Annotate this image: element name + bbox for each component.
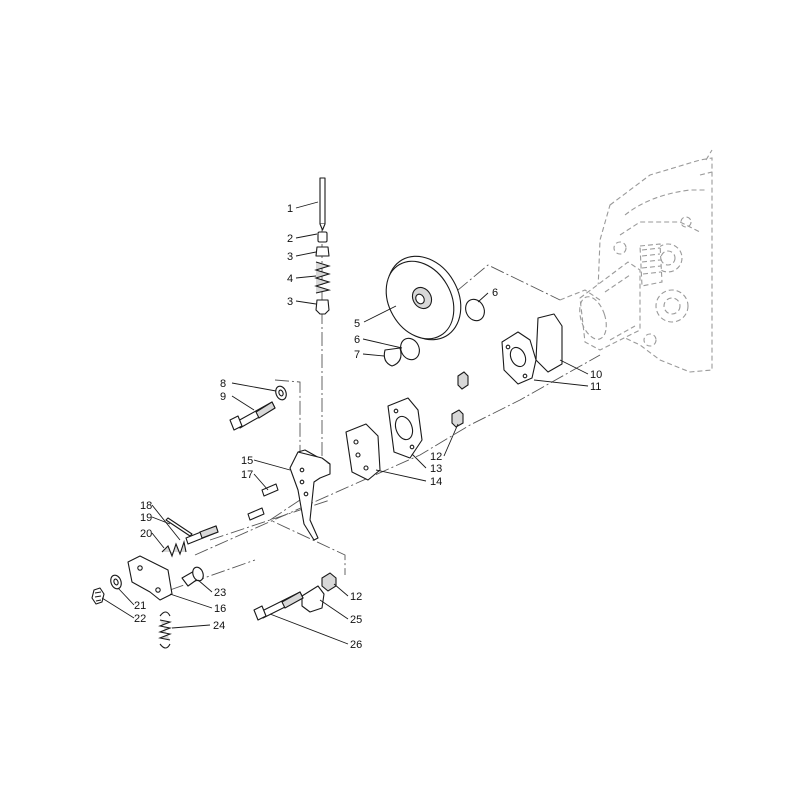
part-12-bushing-lower (321, 572, 337, 592)
callout-10: 10 (590, 369, 602, 381)
part-16-lever (127, 555, 173, 601)
part-14-plate (345, 423, 381, 481)
part-3-bushing-lower (315, 299, 330, 315)
callout-13: 13 (430, 463, 442, 475)
callout-21: 21 (134, 600, 146, 612)
callout-20: 20 (140, 528, 152, 540)
callout-6-left: 6 (354, 334, 360, 346)
callout-12-lower: 12 (350, 591, 362, 603)
callout-3-lower: 3 (287, 296, 293, 308)
callout-18: 18 (140, 500, 152, 512)
callout-2: 2 (287, 233, 293, 245)
part-8-washer (275, 385, 287, 401)
part-12-bushing-upper (457, 371, 469, 390)
callout-12-upper: 12 (430, 451, 442, 463)
callout-6-right: 6 (492, 287, 498, 299)
callout-9: 9 (220, 391, 226, 403)
part-17-pin-b (247, 507, 265, 521)
part-6-half-washer-right (465, 298, 485, 322)
callout-4: 4 (287, 273, 293, 285)
callout-26: 26 (350, 639, 362, 651)
callout-15: 15 (241, 455, 253, 467)
part-3-bushing-upper (315, 246, 330, 257)
callout-14: 14 (430, 476, 442, 488)
part-7-key (383, 347, 402, 367)
part-13-gasket (387, 397, 423, 459)
part-26-bolt (253, 591, 304, 621)
callout-22: 22 (134, 613, 146, 625)
transmission-housing (559, 149, 713, 373)
callout-23: 23 (214, 587, 226, 599)
part-10-11-plates (501, 313, 563, 385)
callout-25: 25 (350, 614, 362, 626)
part-12-bushing-middle (451, 409, 464, 428)
part-25-spacer (301, 585, 325, 613)
part-17-pin-a (261, 483, 279, 497)
callout-11: 11 (590, 381, 601, 393)
assembly-centerlines (169, 200, 601, 591)
part-1-rod (319, 177, 326, 231)
part-20-spring (161, 539, 187, 558)
part-6-half-washer-left (400, 337, 420, 361)
callout-16: 16 (214, 603, 226, 615)
leader-lines (101, 201, 589, 645)
part-15-bracket (289, 449, 331, 541)
part-21-washer (110, 574, 122, 590)
callout-8: 8 (220, 378, 226, 390)
part-24-extension-spring (158, 611, 172, 649)
part-9-bolt (229, 401, 276, 431)
callout-7: 7 (354, 349, 360, 361)
callout-5: 5 (354, 318, 360, 330)
callout-3-upper: 3 (287, 251, 293, 263)
callout-1: 1 (287, 203, 293, 215)
part-18-rod (185, 525, 219, 545)
part-5-disc (385, 255, 462, 341)
callout-19: 19 (140, 512, 152, 524)
part-4-spring (314, 261, 332, 294)
part-23-shoulder-bolt (181, 566, 204, 587)
part-2-collar (317, 231, 328, 243)
callout-24: 24 (213, 620, 225, 632)
callout-labels: 1 2 3 4 3 6 5 6 7 8 9 10 11 12 13 14 15 … (134, 203, 602, 651)
part-22-lock-washer (91, 587, 105, 605)
callout-17: 17 (241, 469, 253, 481)
